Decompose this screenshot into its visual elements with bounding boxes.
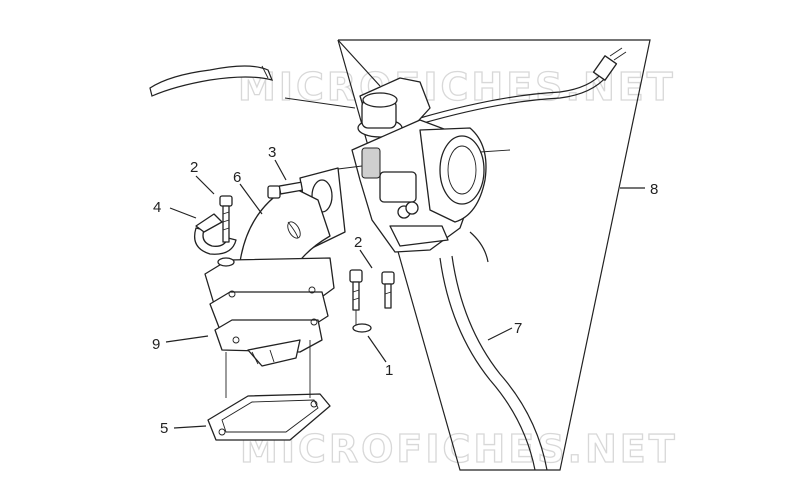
callout-6: 6 xyxy=(233,169,241,186)
callout-8: 8 xyxy=(650,181,658,198)
callout-5: 5 xyxy=(160,420,168,437)
callout-9: 9 xyxy=(152,336,160,353)
wire-connector xyxy=(419,47,627,125)
callout-7: 7 xyxy=(514,320,522,337)
throttle-cable xyxy=(149,65,356,109)
callout-2-right: 2 xyxy=(354,234,362,251)
screw-pair xyxy=(349,269,395,333)
bolt xyxy=(267,181,304,199)
screw-left xyxy=(217,195,235,267)
callout-2-left: 2 xyxy=(190,159,198,176)
leader-lines xyxy=(165,159,645,429)
watermark-bottom: MICROFICHES.NET xyxy=(240,427,678,471)
callout-1: 1 xyxy=(385,362,393,379)
cover-outline xyxy=(337,39,651,471)
gasket xyxy=(207,340,331,441)
callout-3: 3 xyxy=(268,144,276,161)
reed-valve xyxy=(204,257,335,367)
callout-4: 4 xyxy=(153,199,161,216)
carburettor xyxy=(329,77,511,253)
cover-inner-line xyxy=(337,39,381,87)
hose-clamp xyxy=(193,213,237,255)
overflow-hose xyxy=(439,231,548,471)
